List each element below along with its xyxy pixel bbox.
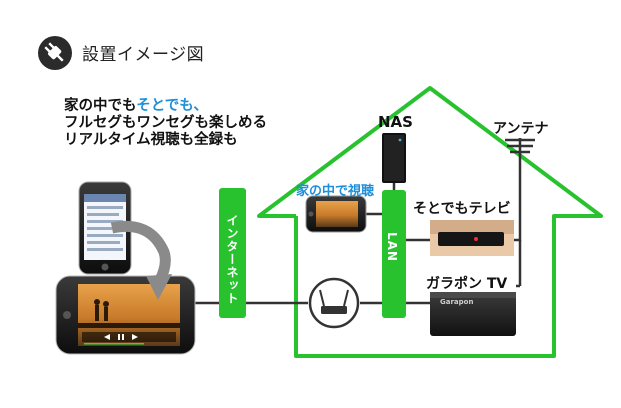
description-highlight: そとでも、 [136, 98, 208, 114]
outdoor-tv-label: そとでもテレビ [413, 201, 511, 217]
antenna-label: アンテナ [493, 121, 549, 137]
antenna-icon [505, 138, 535, 154]
portrait-phone-image [78, 181, 132, 275]
lan-label: LAN [385, 232, 399, 262]
network-lines [194, 150, 522, 305]
description-line-3: リアルタイム視聴も全録も [64, 132, 238, 148]
internet-label: インターネット [225, 214, 239, 305]
home-viewing-label: 家の中で視聴 [296, 184, 375, 199]
lan-bar [382, 190, 406, 318]
garapon-tv-label: ガラポン TV [426, 276, 508, 292]
rotate-arrow-icon [110, 220, 172, 300]
nas-device [382, 133, 406, 183]
outdoor-tv-box-image [430, 220, 514, 256]
house-outline [257, 86, 603, 358]
landscape-phone-image [55, 275, 196, 355]
plug-icon [38, 36, 72, 70]
feature-description: 家の中でもそとでも、 フルセグもワンセグも楽しめる リアルタイム視聴も全録も [64, 98, 267, 149]
garapon-device-image [430, 292, 516, 336]
home-phone-image [305, 195, 367, 233]
description-line-2: フルセグもワンセグも楽しめる [64, 115, 267, 131]
description-line-1: 家の中でもそとでも、 [64, 98, 267, 115]
page-title: 設置イメージ図 [82, 45, 205, 65]
router-icon [308, 277, 360, 329]
nas-label: NAS [378, 113, 413, 131]
device-brand-text: Garapon [440, 298, 474, 306]
internet-bar [219, 188, 246, 318]
description-line-1-text: 家の中でも [64, 98, 137, 114]
